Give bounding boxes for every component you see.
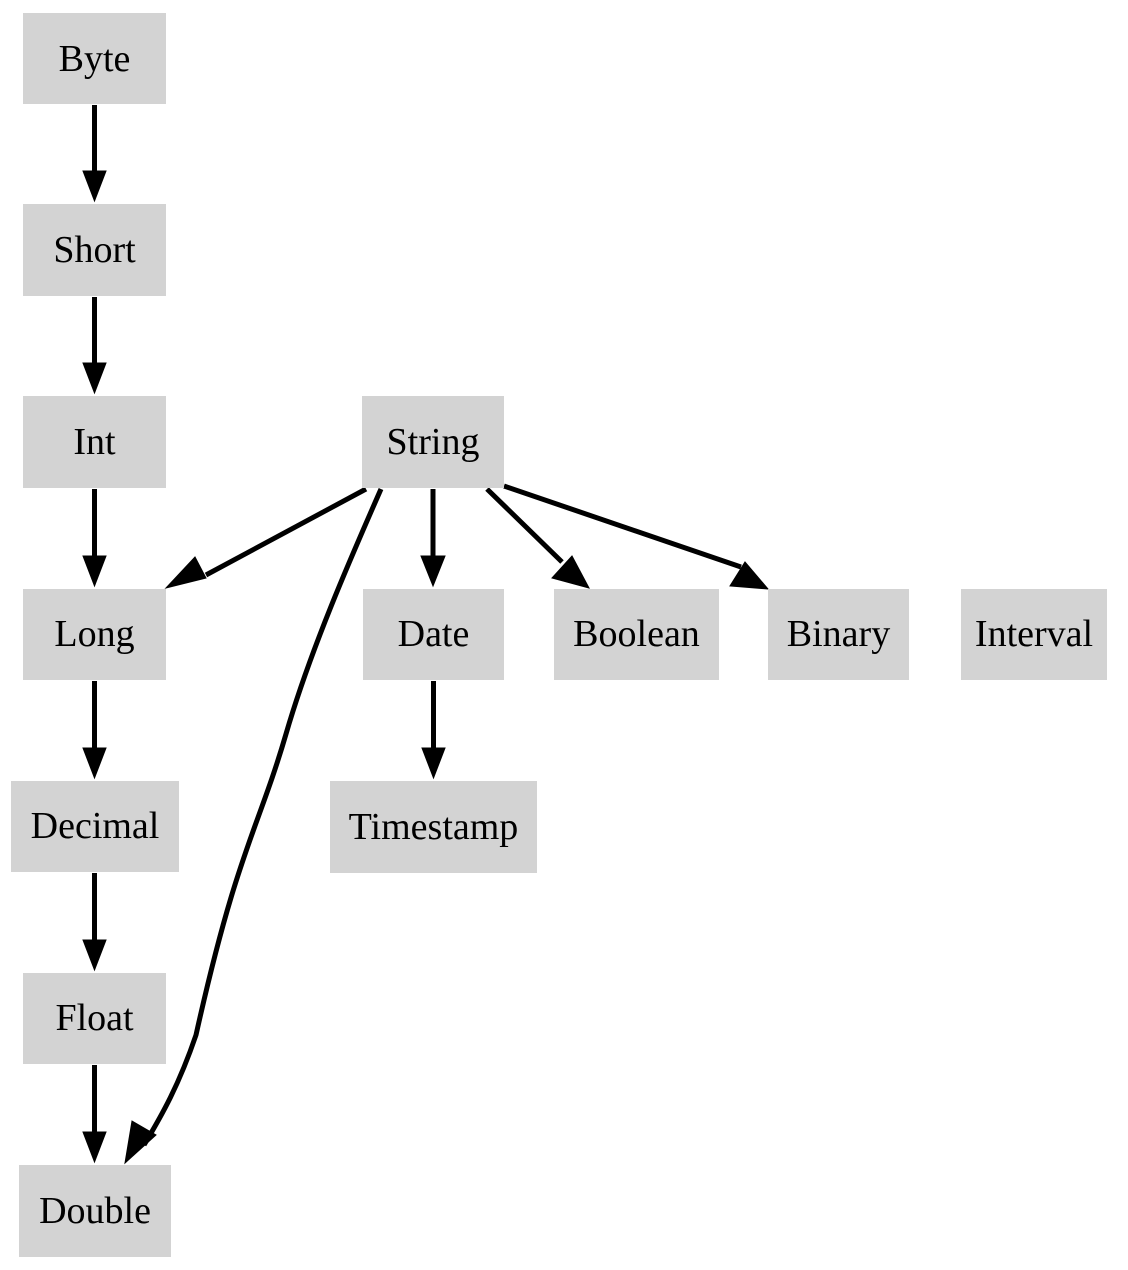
node-int-label: Int (73, 421, 116, 463)
edge-decimal-float (82, 873, 107, 972)
edge-string-date (420, 489, 446, 588)
node-binary[interactable]: Binary (768, 589, 909, 680)
nodes-layer: Byte Short Int Long Decimal Float (11, 13, 1107, 1257)
node-double[interactable]: Double (19, 1165, 171, 1257)
edge-string-binary (503, 483, 770, 590)
node-float-box[interactable] (23, 973, 166, 1064)
node-byte-label: Byte (59, 38, 131, 80)
edge-float-double (82, 1065, 107, 1164)
node-float-label: Float (55, 997, 134, 1039)
node-boolean-label: Boolean (573, 613, 700, 655)
node-int[interactable]: Int (23, 396, 166, 488)
node-float[interactable]: Float (23, 973, 166, 1064)
node-date[interactable]: Date (363, 589, 504, 680)
node-decimal-box[interactable] (11, 781, 179, 872)
node-byte[interactable]: Byte (23, 13, 166, 104)
edge-int-long (82, 489, 107, 588)
node-interval-box[interactable] (961, 589, 1107, 680)
node-long-label: Long (54, 613, 134, 655)
node-interval-label: Interval (975, 613, 1093, 655)
node-binary-label: Binary (787, 613, 890, 655)
node-string[interactable]: String (362, 396, 504, 488)
node-timestamp-box[interactable] (330, 781, 537, 873)
node-long[interactable]: Long (23, 589, 166, 680)
edge-long-decimal (82, 681, 107, 780)
node-interval[interactable]: Interval (961, 589, 1107, 680)
node-short[interactable]: Short (23, 204, 166, 296)
edge-string-long (164, 486, 368, 589)
node-boolean[interactable]: Boolean (554, 589, 719, 680)
node-date-label: Date (398, 613, 470, 655)
node-timestamp-label: Timestamp (349, 806, 519, 848)
edge-short-int (82, 297, 107, 395)
node-double-label: Double (39, 1190, 151, 1232)
node-long-box[interactable] (23, 589, 166, 680)
node-string-label: String (387, 421, 480, 463)
edge-string-double (124, 487, 384, 1165)
node-boolean-box[interactable] (554, 589, 719, 680)
node-short-label: Short (53, 229, 136, 271)
node-byte-box[interactable] (23, 13, 166, 104)
node-short-box[interactable] (23, 204, 166, 296)
edge-string-boolean (485, 487, 590, 589)
node-timestamp[interactable]: Timestamp (330, 781, 537, 873)
node-decimal[interactable]: Decimal (11, 781, 179, 872)
edge-date-timestamp (421, 681, 446, 780)
node-date-box[interactable] (363, 589, 504, 680)
node-decimal-label: Decimal (31, 805, 160, 847)
node-string-box[interactable] (362, 396, 504, 488)
node-int-box[interactable] (23, 396, 166, 488)
edges-layer (82, 105, 770, 1165)
edge-byte-short (82, 105, 107, 203)
node-double-box[interactable] (19, 1165, 171, 1257)
node-binary-box[interactable] (768, 589, 909, 680)
